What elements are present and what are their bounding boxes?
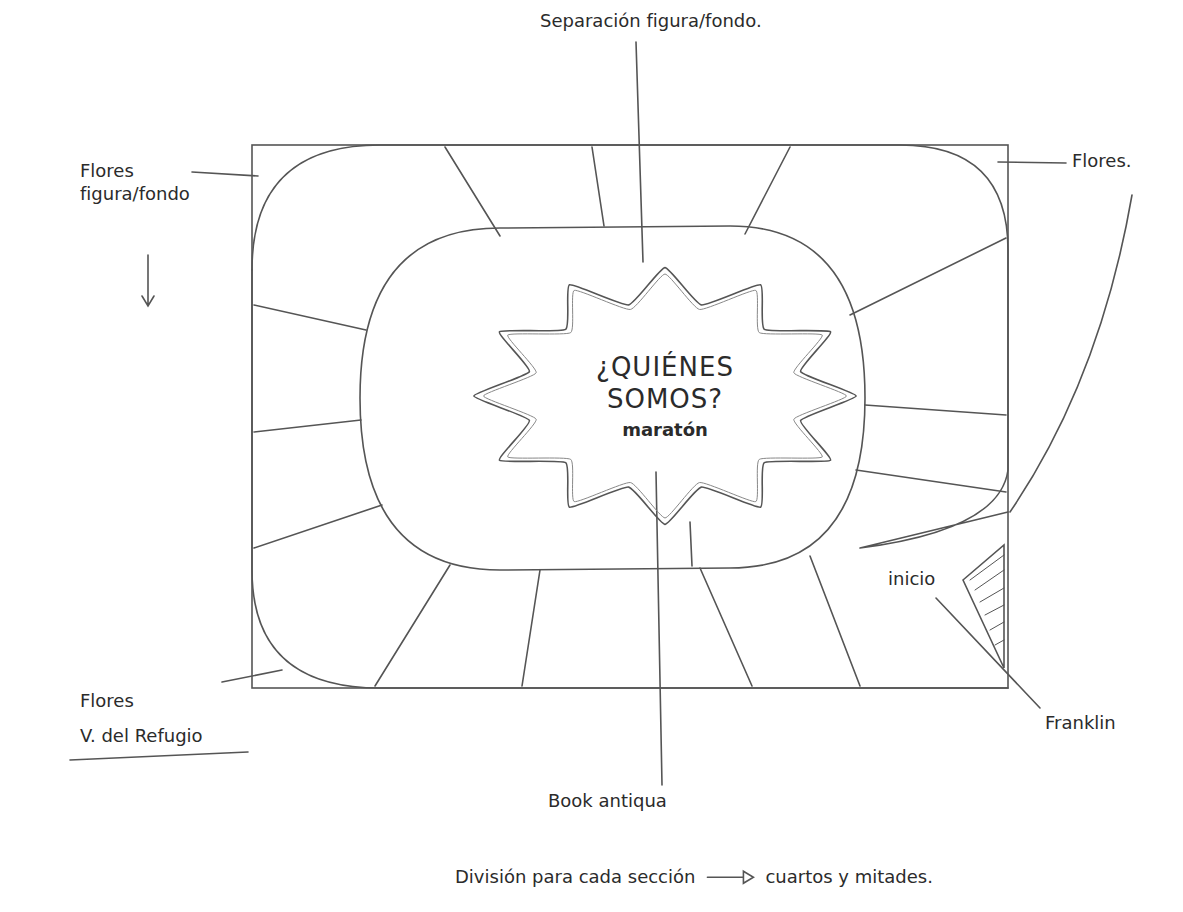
note-text: Flores xyxy=(80,690,134,713)
flower-shape: ¿QUIÉNES SOMOS? maratón xyxy=(470,265,860,527)
outer-frame xyxy=(252,145,1008,688)
division-arrow xyxy=(707,871,753,883)
outer-band xyxy=(252,145,1008,548)
note-text: cuartos y mitades. xyxy=(765,866,933,889)
note-text: División para cada sección xyxy=(455,866,695,889)
subtitle-text: maratón xyxy=(622,419,708,440)
hatching xyxy=(970,555,1004,645)
outer-band-bottom xyxy=(252,270,1008,688)
note-text: Flores. xyxy=(1072,150,1132,173)
inner-band xyxy=(360,226,865,570)
corner-triangle xyxy=(963,545,1004,668)
section-divisions xyxy=(254,147,1006,686)
font-note: inicio xyxy=(888,568,935,591)
font-note: Book antiqua xyxy=(548,790,667,813)
flower-content: ¿QUIÉNES SOMOS? maratón xyxy=(470,265,860,527)
note-text: Separación figura/fondo. xyxy=(540,10,762,33)
note-text: V. del Refugio xyxy=(80,725,203,748)
leader-lines xyxy=(70,42,1132,785)
heading-text: ¿QUIÉNES SOMOS? xyxy=(570,352,760,414)
font-note: Franklin xyxy=(1045,712,1116,735)
note-text: Flores figura/fondo xyxy=(80,160,210,205)
